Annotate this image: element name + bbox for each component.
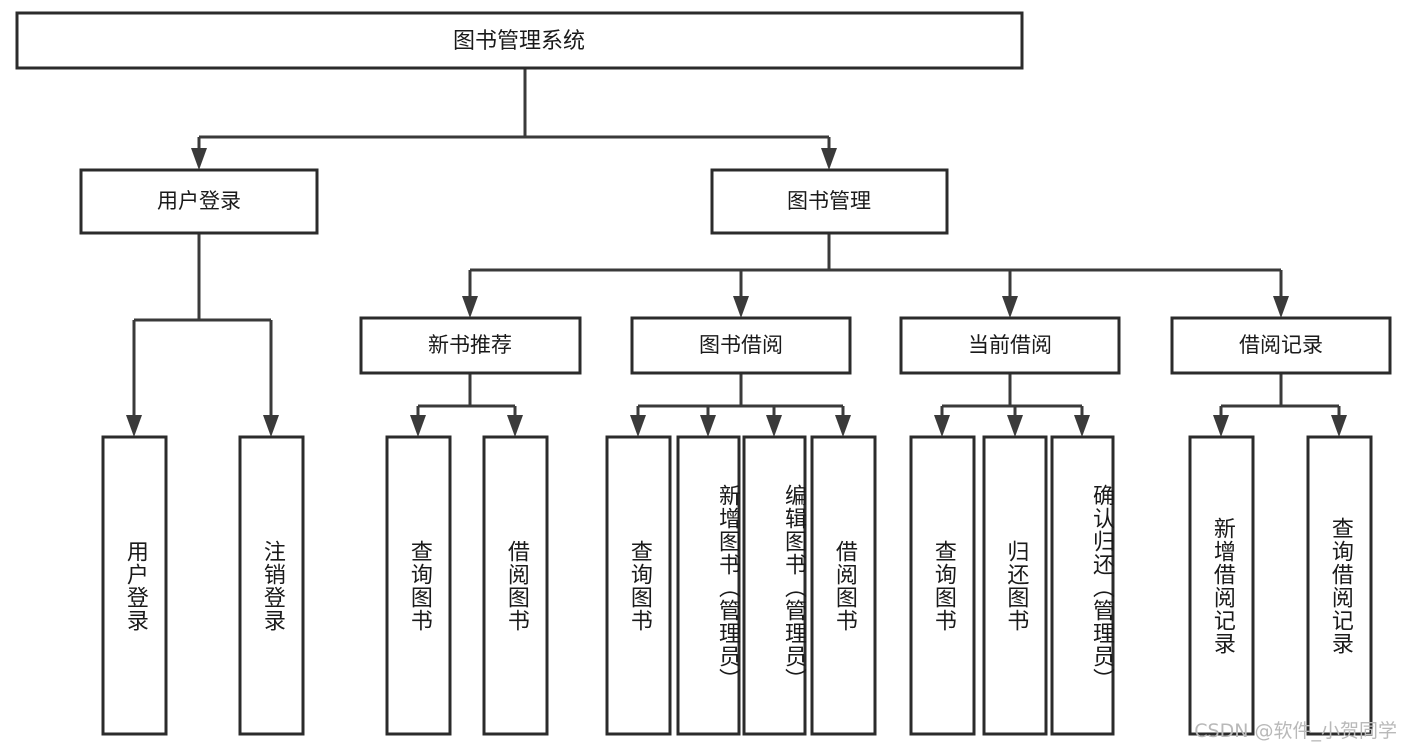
node-root[interactable]: 图书管理系统 [15, 11, 1024, 70]
leaf-label-query-record: 查询借阅记录 [1327, 516, 1353, 655]
leaf-box-confirm-return [1050, 435, 1115, 736]
node-user-login[interactable]: 用户登录 [79, 168, 319, 235]
leaf-label-query-book-3: 查询图书 [930, 539, 956, 632]
node-book-management-label: 图书管理 [787, 189, 871, 213]
leaf-box-query-book-3 [909, 435, 976, 736]
leaf-box-logout-login [238, 435, 305, 736]
leaf-box-edit-book-admin [742, 435, 807, 736]
edge-borrowrecord-to-leaves [1213, 373, 1347, 437]
node-book-management[interactable]: 图书管理 [710, 168, 949, 235]
leaf-label-edit-book-admin: 编辑图书（管理员） [781, 484, 806, 691]
edge-bookmgmt-to-level3 [462, 233, 1289, 318]
leaf-label-confirm-return: 确认归还（管理员） [1089, 484, 1114, 691]
node-book-borrow[interactable]: 图书借阅 [630, 316, 852, 375]
node-book-borrow-label: 图书借阅 [699, 333, 783, 357]
leaf-box-add-record [1188, 435, 1255, 736]
leaf-box-borrow-book-2 [810, 435, 877, 736]
node-current-borrow-label: 当前借阅 [968, 333, 1052, 357]
leaf-label-borrow-book-2: 借阅图书 [831, 539, 857, 632]
leaf-label-logout-login: 注销登录 [259, 539, 285, 632]
leaf-box-add-book-admin [676, 435, 741, 736]
edges-layer [126, 68, 1347, 437]
leaf-label-add-record: 新增借阅记录 [1209, 516, 1235, 655]
leaf-rects [101, 435, 1373, 736]
node-new-book-recommend-label: 新书推荐 [428, 333, 512, 357]
leaf-box-query-book-2 [605, 435, 672, 736]
node-user-login-label: 用户登录 [157, 189, 241, 213]
leaf-box-query-record [1306, 435, 1373, 736]
node-current-borrow[interactable]: 当前借阅 [899, 316, 1121, 375]
node-root-label: 图书管理系统 [453, 29, 585, 54]
edge-newbook-to-leaves [410, 373, 523, 437]
leaf-box-query-book-1 [385, 435, 452, 736]
nodes-layer: 图书管理系统 用户登录 图书管理 新书推荐 图书借阅 当前 [15, 11, 1392, 736]
edge-userlogin-to-leaves [126, 233, 279, 437]
leaf-label-add-book-admin: 新增图书（管理员） [715, 484, 740, 691]
node-new-book-recommend[interactable]: 新书推荐 [359, 316, 582, 375]
edge-root-to-level2 [191, 68, 837, 170]
leaf-label-return-book: 归还图书 [1003, 539, 1029, 632]
watermark-text: CSDN @软件_小贺同学 [1194, 720, 1397, 742]
leaf-box-borrow-book-1 [482, 435, 549, 736]
node-borrow-record[interactable]: 借阅记录 [1170, 316, 1392, 375]
leaf-box-user-login [101, 435, 168, 736]
leaf-box-return-book [982, 435, 1048, 736]
leaf-label-user-login: 用户登录 [122, 539, 148, 632]
edge-bookborrow-to-leaves [630, 373, 851, 437]
edge-currentborrow-to-leaves [934, 373, 1090, 437]
leaf-label-borrow-book-1: 借阅图书 [503, 539, 529, 632]
node-borrow-record-label: 借阅记录 [1239, 333, 1323, 357]
leaf-label-query-book-2: 查询图书 [626, 539, 652, 632]
leaf-label-query-book-1: 查询图书 [406, 539, 432, 632]
